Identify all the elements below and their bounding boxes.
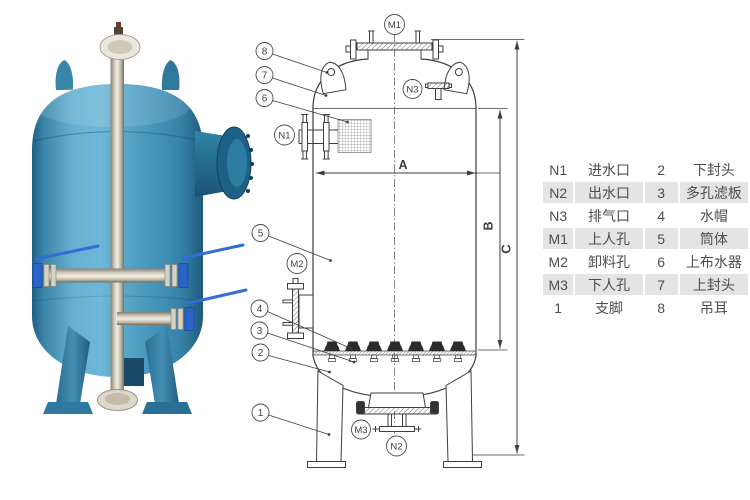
photo-top-stub bbox=[114, 27, 123, 41]
callout-8-label: 8 bbox=[262, 47, 268, 58]
callout-2 bbox=[251, 343, 270, 362]
callout-1 bbox=[251, 403, 270, 422]
legend-part: 多孔滤板 bbox=[677, 180, 750, 205]
callout-m2-label: M2 bbox=[290, 259, 303, 270]
drawing-legs bbox=[307, 370, 482, 468]
photo-valve-handle-right-lower bbox=[187, 288, 248, 305]
photo-valve-right-lower bbox=[184, 307, 195, 331]
perforated-plate bbox=[312, 350, 477, 356]
legend-code: N3 bbox=[540, 203, 576, 228]
upper-distributor-grid bbox=[337, 119, 372, 153]
dim-b-label: B bbox=[482, 221, 496, 230]
photo-valve-right-upper bbox=[178, 263, 189, 288]
legend-index: 3 bbox=[642, 180, 680, 205]
photo-valve-left bbox=[32, 263, 43, 288]
callout-n3-label: N3 bbox=[406, 85, 418, 96]
photo-lug-left bbox=[55, 60, 74, 90]
callout-m2 bbox=[286, 253, 308, 274]
dim-b bbox=[478, 108, 508, 351]
legend-index: 8 bbox=[642, 295, 680, 320]
callout-6 bbox=[255, 89, 274, 107]
legend-part: 下封头 bbox=[677, 157, 750, 182]
bottom-outlet bbox=[356, 392, 439, 432]
dim-c-label: C bbox=[499, 244, 514, 254]
callout-n2 bbox=[386, 435, 407, 457]
legend-code: M2 bbox=[540, 249, 576, 274]
photo-lug-right bbox=[161, 60, 180, 90]
legend-label: 出水口 bbox=[573, 180, 645, 205]
discharge-nozzle-m2 bbox=[282, 278, 314, 339]
lifting-lug-right bbox=[443, 61, 470, 95]
legend-code: M3 bbox=[540, 272, 576, 297]
callout-5 bbox=[251, 224, 270, 242]
photo-pipe-assembly bbox=[32, 22, 248, 411]
legend-code: 1 bbox=[540, 295, 576, 320]
legend-part: 水帽 bbox=[677, 203, 750, 228]
legend-index: 2 bbox=[642, 157, 680, 182]
inlet-nozzle-n1 bbox=[298, 114, 338, 160]
legend-part: 上布水器 bbox=[677, 249, 750, 274]
leader-lines bbox=[267, 53, 356, 436]
callout-7-label: 7 bbox=[262, 71, 268, 82]
callout-4-label: 4 bbox=[257, 304, 263, 315]
callout-n2-label: N2 bbox=[390, 442, 402, 453]
dim-a-label: A bbox=[398, 158, 407, 172]
vessel-outline bbox=[312, 58, 477, 398]
legend-code: N2 bbox=[540, 180, 576, 205]
callout-m1-label: M1 bbox=[388, 20, 401, 31]
legend-label: 上人孔 bbox=[573, 226, 645, 251]
legend-index: 5 bbox=[642, 226, 680, 251]
callout-m3 bbox=[351, 419, 371, 440]
legend-part: 筒体 bbox=[677, 226, 750, 251]
photo-side-manhole bbox=[195, 126, 254, 200]
legend-label: 下人孔 bbox=[573, 272, 645, 297]
legend-label: 卸料孔 bbox=[573, 249, 645, 274]
lifting-lug-left bbox=[320, 61, 347, 95]
callout-1-label: 1 bbox=[258, 408, 264, 419]
callout-n1 bbox=[274, 124, 295, 146]
callout-m3-label: M3 bbox=[354, 425, 367, 436]
top-manhole-m1 bbox=[345, 30, 444, 60]
callout-6-label: 6 bbox=[262, 94, 268, 105]
legend-label: 排气口 bbox=[573, 203, 645, 228]
legend-part: 吊耳 bbox=[677, 295, 750, 320]
callout-3 bbox=[250, 321, 269, 340]
callout-5-label: 5 bbox=[258, 229, 264, 240]
dim-c bbox=[431, 39, 525, 456]
vent-n3 bbox=[425, 82, 452, 100]
legend-index: 7 bbox=[642, 272, 680, 297]
legend-index: 6 bbox=[642, 249, 680, 274]
callout-4 bbox=[250, 299, 269, 318]
photo-valve-handle-left bbox=[34, 244, 100, 261]
callout-2-label: 2 bbox=[258, 348, 264, 359]
callout-8 bbox=[255, 42, 274, 60]
callout-3-label: 3 bbox=[257, 326, 263, 337]
legend-code: M1 bbox=[540, 226, 576, 251]
legend-label: 进水口 bbox=[573, 157, 645, 182]
legend-label: 支脚 bbox=[573, 295, 645, 320]
callout-n1-label: N1 bbox=[278, 131, 290, 142]
tank-photo bbox=[31, 22, 254, 414]
callout-bubbles bbox=[250, 14, 423, 457]
legend-index: 4 bbox=[642, 203, 680, 228]
legend-code: N1 bbox=[540, 157, 576, 182]
callout-n3 bbox=[402, 79, 423, 99]
callout-m1 bbox=[384, 14, 405, 35]
callout-7 bbox=[255, 66, 274, 84]
tank-drawing: 8 7 6 5 4 3 2 1 M1 N3 N1 M2 M3 N2 A B C bbox=[250, 14, 525, 468]
photo-legs bbox=[43, 326, 192, 414]
legend-part: 上封头 bbox=[677, 272, 750, 297]
photo-valve-handle-right-upper bbox=[181, 243, 245, 260]
